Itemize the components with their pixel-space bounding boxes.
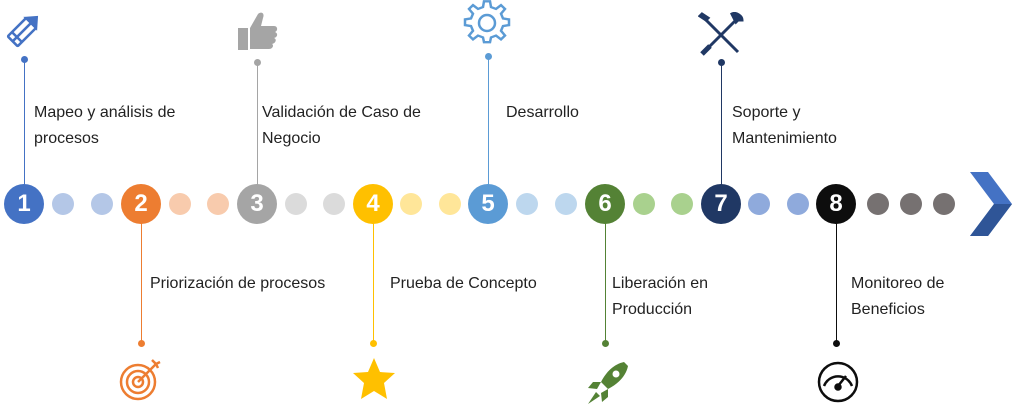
step-label-3: Validación de Caso de Negocio <box>262 104 421 147</box>
connector-knob-5 <box>485 53 492 60</box>
step-dot <box>900 193 922 215</box>
step-dot <box>786 193 809 215</box>
step-dot <box>555 193 577 215</box>
step-number-4: 4 <box>353 184 393 224</box>
connector-line-2 <box>141 222 142 344</box>
step-dot <box>284 193 307 215</box>
connector-line-8 <box>836 222 837 344</box>
step-dot <box>207 193 230 215</box>
step-label-2: Priorización de procesos <box>150 275 326 292</box>
step-number-2: 2 <box>121 184 161 224</box>
step-number-1: 1 <box>4 184 44 224</box>
thumbs-up-icon <box>236 8 280 52</box>
step-dot <box>748 193 771 215</box>
step-dot <box>516 193 538 215</box>
step-number-5: 5 <box>468 184 508 224</box>
connector-line-3 <box>257 62 258 188</box>
step-number-8: 8 <box>816 184 856 224</box>
step-number-3: 3 <box>237 184 277 224</box>
step-dot <box>438 193 461 215</box>
step-dot <box>323 193 346 215</box>
step-dot <box>867 193 889 215</box>
connector-line-7 <box>721 62 722 188</box>
gear-icon <box>462 0 512 46</box>
step-number-6: 6 <box>585 184 625 224</box>
step-label-5: Desarrollo <box>506 104 579 121</box>
pencil-icon <box>2 8 46 52</box>
step-number-7: 7 <box>701 184 741 224</box>
step-dot <box>91 193 113 215</box>
target-icon <box>118 356 164 402</box>
connector-line-4 <box>373 222 374 344</box>
step-dot <box>52 193 74 215</box>
step-label-7: Soporte y Mantenimiento <box>732 104 837 147</box>
step-label-4: Prueba de Concepto <box>390 275 537 292</box>
star-icon <box>350 355 398 403</box>
connector-line-6 <box>605 222 606 344</box>
step-label-1: Mapeo y análisis de procesos <box>34 104 176 147</box>
chevron-right-icon <box>966 170 1014 238</box>
step-dot <box>632 193 655 215</box>
step-dot <box>671 193 694 215</box>
step-dot <box>400 193 423 215</box>
connector-knob-2 <box>138 340 145 347</box>
connector-line-5 <box>488 56 489 188</box>
connector-knob-3 <box>254 59 261 66</box>
step-label-6: Liberación en Producción <box>612 275 709 318</box>
step-dot <box>933 193 955 215</box>
step-dot <box>168 193 191 215</box>
connector-knob-7 <box>718 59 725 66</box>
step-label-8: Monitoreo de Beneficios <box>851 275 945 318</box>
connector-knob-4 <box>370 340 377 347</box>
connector-knob-6 <box>602 340 609 347</box>
connector-line-1 <box>24 58 25 188</box>
rocket-icon <box>584 358 630 406</box>
tools-icon <box>697 12 744 58</box>
connector-knob-1 <box>21 56 28 63</box>
gauge-icon <box>816 360 860 404</box>
connector-knob-8 <box>833 340 840 347</box>
